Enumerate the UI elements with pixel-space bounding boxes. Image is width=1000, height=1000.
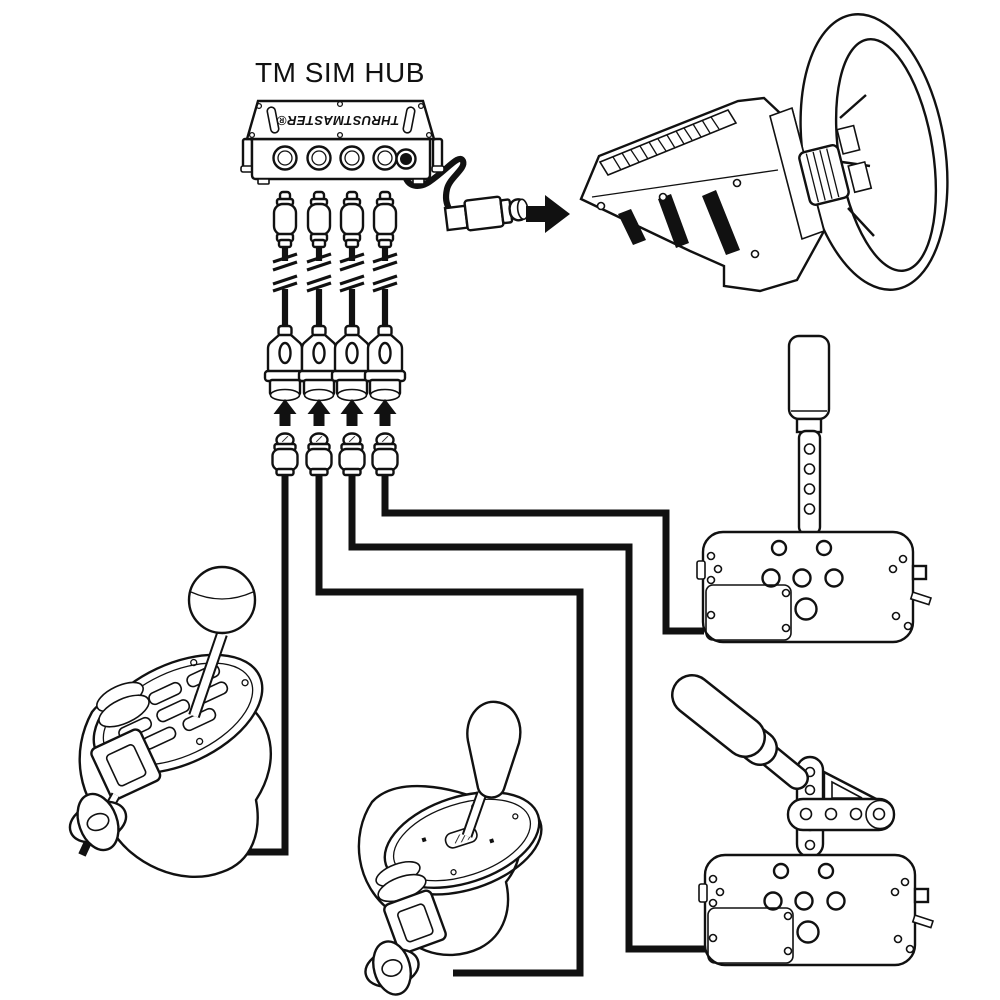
device-plug-3 (338, 432, 366, 477)
handbrake-vertical-base (695, 530, 933, 644)
arrow-up-icon-2 (307, 399, 331, 426)
quick-release (836, 124, 873, 194)
cable-route-shifter-seq (315, 473, 584, 977)
shifter-knob (466, 700, 522, 799)
hub-output-cable (401, 156, 529, 232)
shifter-clamp (364, 860, 447, 996)
extension-cable-2 (299, 192, 339, 401)
handbrake-vertical (695, 334, 933, 644)
h-pattern-shifter (68, 565, 272, 878)
side-vent-2 (658, 194, 689, 248)
extension-cable-3 (332, 192, 372, 401)
shifter-knob (187, 565, 257, 635)
handbrake-grip (787, 334, 831, 421)
extension-cable-4 (365, 192, 405, 401)
handbrake-angled (671, 674, 935, 967)
hub-din-ports (272, 145, 398, 171)
sequential-shifter (357, 700, 543, 996)
handbrake-shaft (797, 429, 822, 536)
hub-slot-left (266, 106, 280, 134)
wheel-base (579, 13, 949, 293)
cable-route-handbrake-vertical (381, 473, 704, 635)
diagram-title: TM SIM HUB (255, 57, 425, 88)
bellows (798, 144, 850, 206)
hub-slot-right (402, 106, 416, 134)
up-arrows (273, 399, 397, 426)
arrow-up-icon-1 (273, 399, 297, 426)
side-vent-1 (618, 209, 646, 245)
device-plugs (271, 432, 399, 477)
ribbed-band (769, 106, 825, 241)
handbrake-angled-base (697, 853, 935, 967)
hub-output-port (395, 148, 417, 170)
linkage-horizontal-bar (786, 797, 896, 832)
shifter-clamp (68, 681, 162, 857)
arrow-up-icon-3 (340, 399, 364, 426)
extension-cables (265, 192, 405, 401)
device-plug-4 (371, 432, 399, 477)
hub-brand-label: THRUSTMASTER® (277, 113, 399, 128)
arrow-right-icon (526, 195, 570, 233)
arrow-up-icon-4 (373, 399, 397, 426)
vent-strip (598, 109, 738, 176)
side-vent-3 (702, 190, 740, 255)
hub-top-plate (245, 99, 436, 141)
extension-cable-1 (265, 192, 305, 401)
tm-sim-hub: THRUSTMASTER® (240, 99, 445, 185)
cable-route-handbrake-angled (348, 473, 706, 953)
device-plug-1 (271, 432, 299, 477)
device-plug-2 (305, 432, 333, 477)
hub-output-connector (443, 195, 529, 232)
